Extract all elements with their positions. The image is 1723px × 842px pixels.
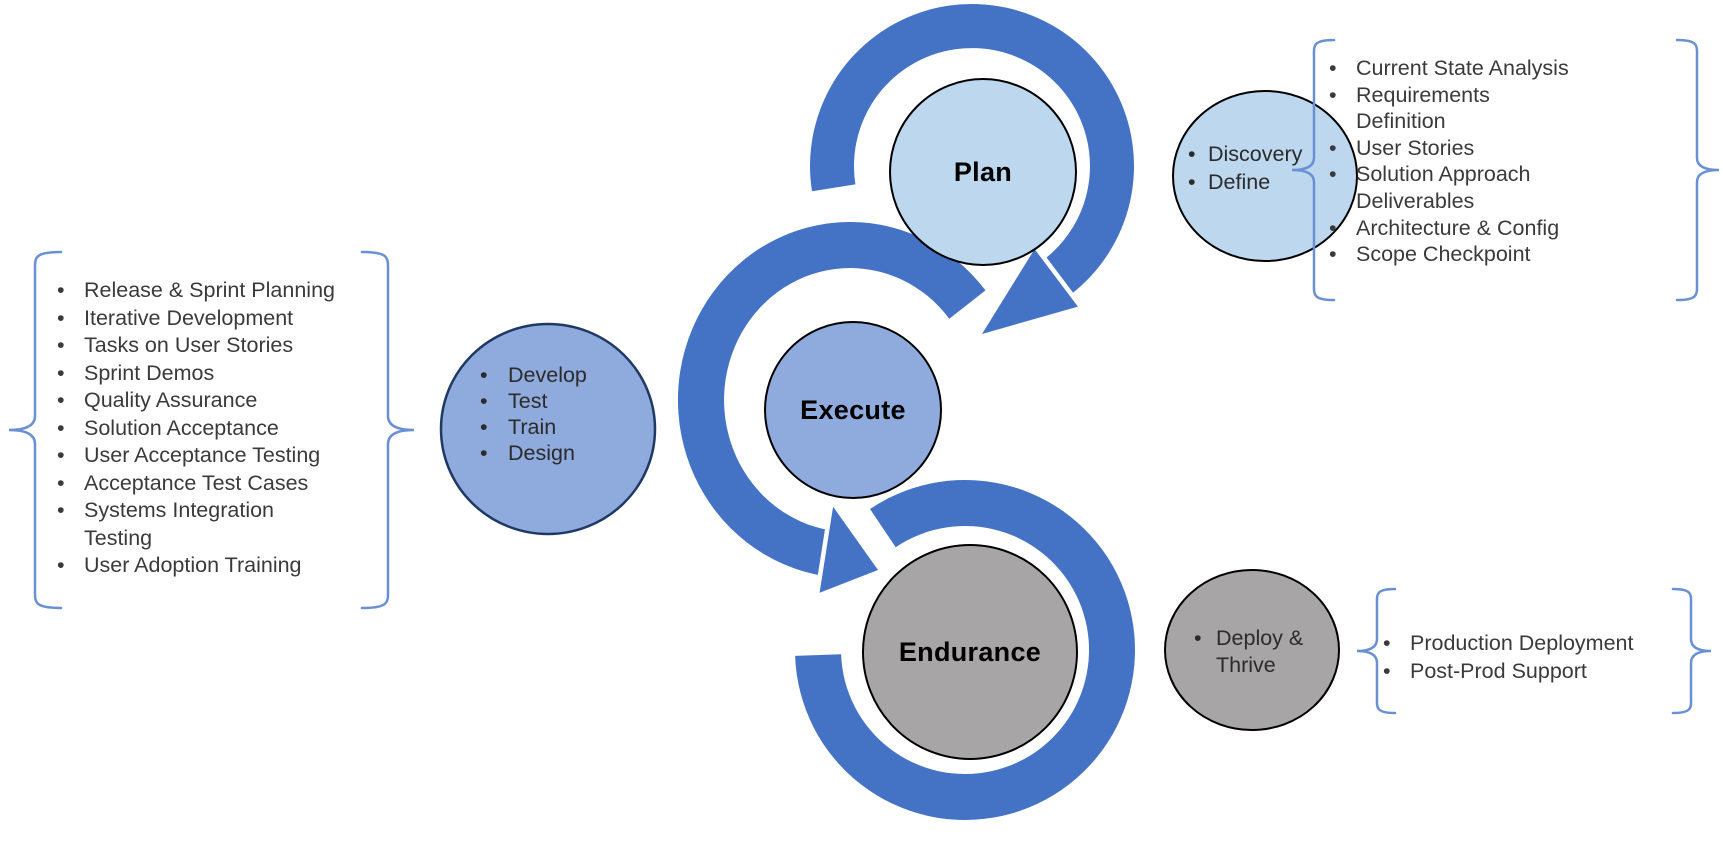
list-item: Scope Checkpoint [1322,241,1672,268]
list-item: Define [1186,169,1356,197]
list-item: Release & Sprint Planning [50,277,380,305]
list-item: Quality Assurance [50,387,380,415]
list-item: Tasks on User Stories [50,332,380,360]
endurance-detail-list: Production Deployment Post-Prod Support [1376,630,1686,685]
list-item: Train [472,414,632,440]
list-item: Deploy & Thrive [1192,625,1314,678]
list-item: Post-Prod Support [1376,658,1686,686]
list-item: Iterative Development [50,305,380,333]
list-item: User Acceptance Testing [50,442,380,470]
endurance-label: Endurance [898,637,1042,667]
plan-circle [889,78,1077,266]
list-item: Acceptance Test Cases [50,470,380,498]
list-item: Sprint Demos [50,360,380,388]
discovery-circle-list: Discovery Define [1186,141,1356,196]
develop-circle-list: Develop Test Train Design [472,362,632,466]
list-item: Current State Analysis [1322,55,1672,82]
list-item: Requirements Definition [1322,82,1672,135]
execute-list-left-brace [8,250,63,610]
list-item: Solution Approach Deliverables [1322,161,1672,214]
plan-list-right-brace [1675,38,1720,302]
endurance-list-right-brace [1671,587,1712,715]
list-item: Discovery [1186,141,1356,169]
endurance-circle [862,544,1078,760]
list-item: User Stories [1322,135,1672,162]
execute-circle [764,321,942,499]
list-item: Solution Acceptance [50,415,380,443]
plan-to-execute-arrowhead [977,244,1083,339]
plan-label: Plan [953,157,1013,187]
list-item: Production Deployment [1376,630,1686,658]
deploy-circle-list: Deploy & Thrive [1192,625,1314,678]
execute-label: Execute [800,395,906,425]
execute-detail-list: Release & Sprint Planning Iterative Deve… [50,277,380,580]
execute-list-right-brace [360,250,415,610]
list-item: Develop [472,362,632,388]
list-item: Test [472,388,632,414]
execute-to-endurance-arrowhead [815,502,883,598]
list-item: Systems Integration Testing [50,497,380,552]
execute-cycle-arrow [677,221,986,576]
list-item: User Adoption Training [50,552,380,580]
plan-cycle-arrow [810,4,1135,296]
plan-detail-list: Current State Analysis Requirements Defi… [1322,55,1672,268]
endurance-list-left-brace [1356,587,1397,715]
list-item: Architecture & Config [1322,215,1672,242]
list-item: Design [472,440,632,466]
